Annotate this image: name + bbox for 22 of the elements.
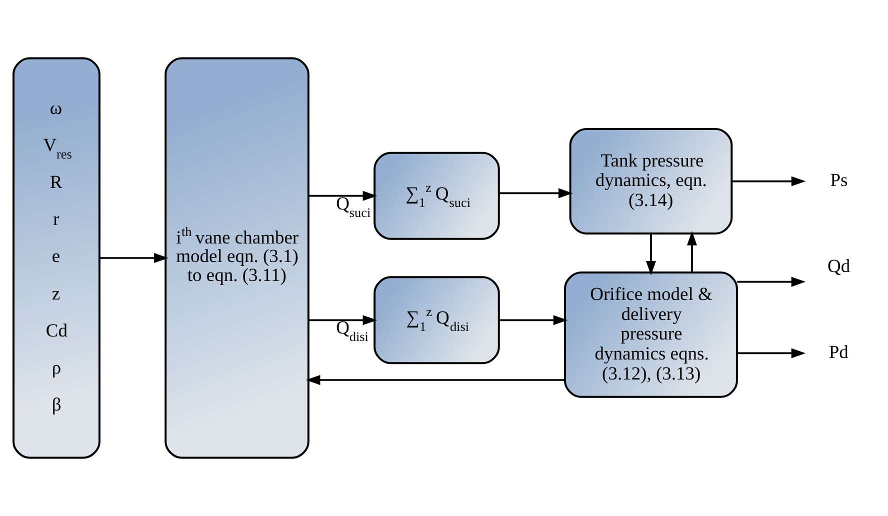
arrow xyxy=(737,276,806,287)
node-box: i$^{th}$ vane chamber model eqn. (3.1) to eqn. (3.11) xyxy=(164,57,310,459)
arrow xyxy=(308,190,378,201)
arrow xyxy=(308,315,378,326)
arrow xyxy=(646,234,656,276)
node-box: ω V$_{res}$ R r e z Cd ρ β xyxy=(12,57,100,459)
arrow xyxy=(732,176,806,186)
edge-label: Q$_{suci}$ xyxy=(336,194,371,220)
arrow xyxy=(737,348,806,358)
node-text: Ps xyxy=(830,171,848,192)
node-text: Qd xyxy=(828,257,850,278)
node-box: ∑$_{1}$$^{z}$ Q$_{disi}$ xyxy=(374,276,500,364)
arrow xyxy=(686,231,697,272)
arrow xyxy=(306,375,565,386)
arrow xyxy=(100,253,168,263)
node-box: Orifice model & delivery pressure dynamics eqns. (3.12), (3.13) xyxy=(564,272,738,398)
node-box: ∑$_{1}$$^{z}$ Q$_{suci}$ xyxy=(374,152,500,240)
node-text: Pd xyxy=(828,343,848,364)
arrow xyxy=(499,188,573,198)
arrow xyxy=(499,315,568,326)
node-box: Tank pressure dynamics, eqn. (3.14) xyxy=(569,128,733,235)
edge-label: Q$_{disi}$ xyxy=(336,318,368,344)
